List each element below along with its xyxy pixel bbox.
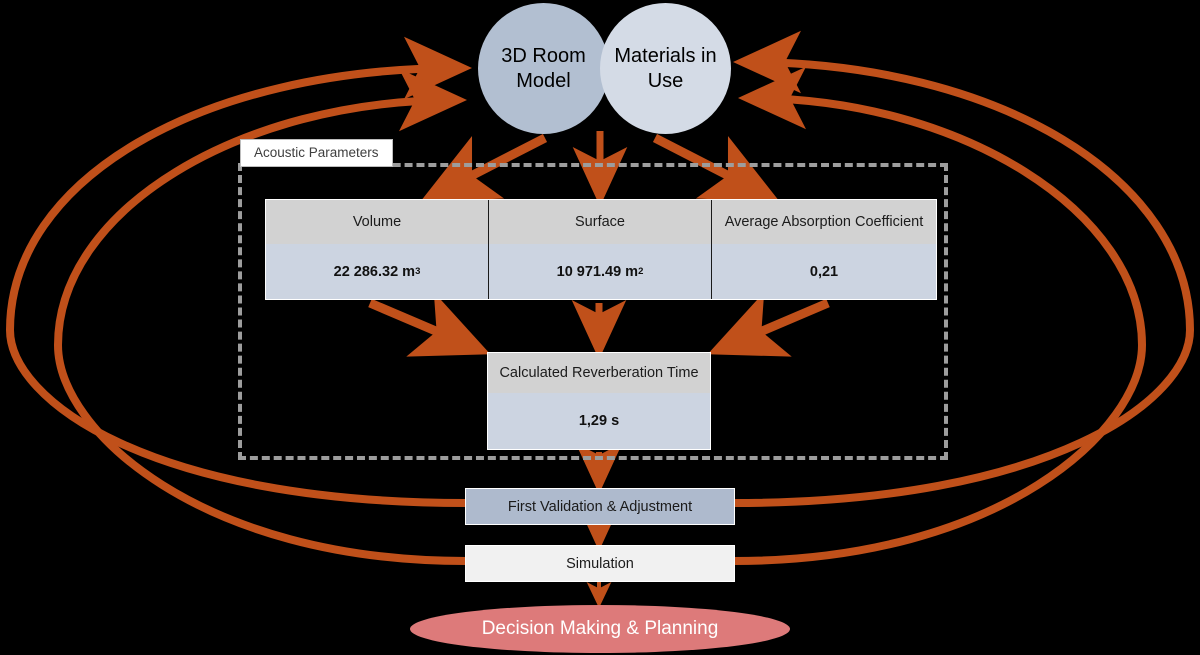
loop-arrow-validation-to-room-model	[5, 36, 472, 507]
room-model-label-line2: Model	[516, 69, 571, 92]
materials-label-line1: Materials in	[614, 44, 717, 67]
column-header-surface: Surface	[489, 200, 711, 244]
reverberation-time-box: Calculated Reverberation Time 1,29 s	[487, 352, 711, 450]
node-simulation[interactable]: Simulation	[465, 545, 735, 582]
loop-arrow-simulation-to-room-model	[53, 68, 467, 565]
materials-label-line2: Use	[647, 69, 684, 92]
node-materials-in-use[interactable]: Materials in Use	[600, 3, 731, 134]
table-column-absorption: Average Absorption Coefficient 0,21	[712, 200, 936, 299]
arrow-absorption-to-reverberation	[707, 292, 830, 357]
loop-arrow-materials-to-simulation	[733, 66, 1147, 565]
acoustic-parameters-container	[238, 163, 948, 460]
column-header-volume: Volume	[266, 200, 488, 244]
reverberation-title: Calculated Reverberation Time	[488, 353, 710, 393]
arrow-to-absorption	[652, 133, 781, 203]
room-model-label-line1: 3D Room	[501, 44, 586, 67]
reverberation-value: 1,29 s	[488, 393, 710, 449]
arrow-volume-to-reverberation	[368, 292, 491, 357]
acoustic-parameters-label: Acoustic Parameters	[240, 139, 393, 167]
node-first-validation[interactable]: First Validation & Adjustment	[465, 488, 735, 525]
loop-arrow-materials-to-validation	[733, 30, 1195, 507]
node-decision-making[interactable]: Decision Making & Planning	[410, 605, 790, 653]
node-3d-room-model[interactable]: 3D Room Model	[478, 3, 609, 134]
arrow-to-volume	[419, 133, 548, 203]
column-header-absorption: Average Absorption Coefficient	[712, 200, 936, 244]
cell-absorption-value: 0,21	[712, 244, 936, 299]
